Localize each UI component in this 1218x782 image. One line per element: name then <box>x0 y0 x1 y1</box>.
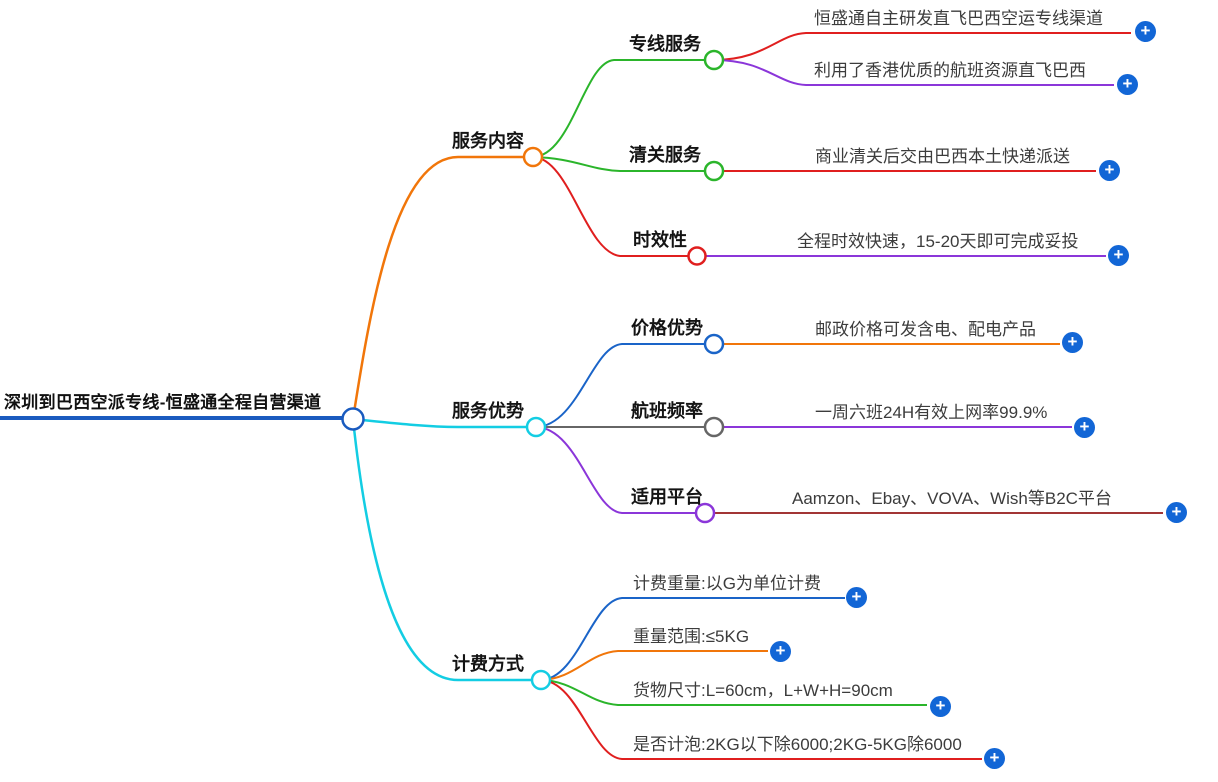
edge-leaf-cargo-size <box>540 679 927 706</box>
node-circle-customs[interactable] <box>703 160 725 182</box>
node-circle-price-advantage[interactable] <box>703 333 725 355</box>
edge-root-service-content <box>351 155 533 420</box>
leaf-volumetric-rule[interactable]: 是否计泡:2KG以下除6000;2KG-5KG除6000 <box>633 735 962 754</box>
leaf-six-flights-per-week[interactable]: 一周六班24H有效上网率99.9% <box>815 403 1048 422</box>
node-applicable-platforms[interactable]: 适用平台 <box>631 487 703 507</box>
leaf-b2c-platforms[interactable]: Aamzon、Ebay、VOVA、Wish等B2C平台 <box>792 489 1112 508</box>
edge-root-service-advantage <box>352 417 536 429</box>
node-circle-service-advantage[interactable] <box>525 416 547 438</box>
leaf-delivery-time[interactable]: 全程时效快速，15-20天即可完成妥投 <box>797 232 1079 251</box>
expand-plus-icon[interactable]: + <box>930 696 951 717</box>
edge-timeliness <box>532 156 697 257</box>
expand-plus-icon[interactable]: + <box>770 641 791 662</box>
expand-plus-icon[interactable]: + <box>846 587 867 608</box>
leaf-self-developed-route[interactable]: 恒盛通自主研发直飞巴西空运专线渠道 <box>814 9 1103 28</box>
edge-leaf-weight-range <box>540 650 768 681</box>
edge-leaf-self-developed <box>713 32 1131 61</box>
expand-plus-icon[interactable]: + <box>984 748 1005 769</box>
branch-billing-method[interactable]: 计费方式 <box>452 654 524 674</box>
leaf-weight-range[interactable]: 重量范围:≤5KG <box>633 627 750 646</box>
branch-service-content[interactable]: 服务内容 <box>452 131 524 151</box>
expand-plus-icon[interactable]: + <box>1117 74 1138 95</box>
edge-leaf-hongkong-flights <box>713 59 1114 86</box>
leaf-postal-price[interactable]: 邮政价格可发含电、配电产品 <box>815 320 1036 339</box>
expand-plus-icon[interactable]: + <box>1135 21 1156 42</box>
node-timeliness[interactable]: 时效性 <box>633 230 687 250</box>
expand-plus-icon[interactable]: + <box>1166 502 1187 523</box>
expand-plus-icon[interactable]: + <box>1062 332 1083 353</box>
edge-price-advantage <box>535 343 714 428</box>
expand-plus-icon[interactable]: + <box>1099 160 1120 181</box>
node-circle-root[interactable] <box>341 407 365 431</box>
node-dedicated-line-service[interactable]: 专线服务 <box>629 34 701 54</box>
node-circle-timeliness[interactable] <box>687 246 707 266</box>
leaf-commercial-clearance[interactable]: 商业清关后交由巴西本土快递派送 <box>815 147 1070 166</box>
expand-plus-icon[interactable]: + <box>1108 245 1129 266</box>
edge-customs <box>532 156 714 172</box>
node-circle-service-content[interactable] <box>522 146 544 168</box>
edge-leaf-volumetric <box>540 679 982 760</box>
edge-dedicated-line <box>532 59 714 158</box>
leaf-hongkong-flight-resources[interactable]: 利用了香港优质的航班资源直飞巴西 <box>814 61 1086 80</box>
node-price-advantage[interactable]: 价格优势 <box>631 318 703 338</box>
root-node-label[interactable]: 深圳到巴西空派专线-恒盛通全程自营渠道 <box>4 393 322 412</box>
leaf-cargo-size[interactable]: 货物尺寸:L=60cm，L+W+H=90cm <box>633 681 893 700</box>
node-flight-frequency[interactable]: 航班频率 <box>631 401 703 421</box>
node-customs-service[interactable]: 清关服务 <box>629 145 701 165</box>
node-circle-flight-frequency[interactable] <box>703 416 725 438</box>
expand-plus-icon[interactable]: + <box>1074 417 1095 438</box>
leaf-charge-weight[interactable]: 计费重量:以G为单位计费 <box>633 574 821 593</box>
edge-root-billing <box>351 418 541 682</box>
node-circle-dedicated-line[interactable] <box>703 49 725 71</box>
branch-service-advantage[interactable]: 服务优势 <box>452 401 524 421</box>
edge-leaf-charge-weight <box>540 597 845 681</box>
node-circle-billing[interactable] <box>530 669 552 691</box>
edge-platforms <box>535 426 705 514</box>
node-circle-platforms[interactable] <box>694 502 716 524</box>
